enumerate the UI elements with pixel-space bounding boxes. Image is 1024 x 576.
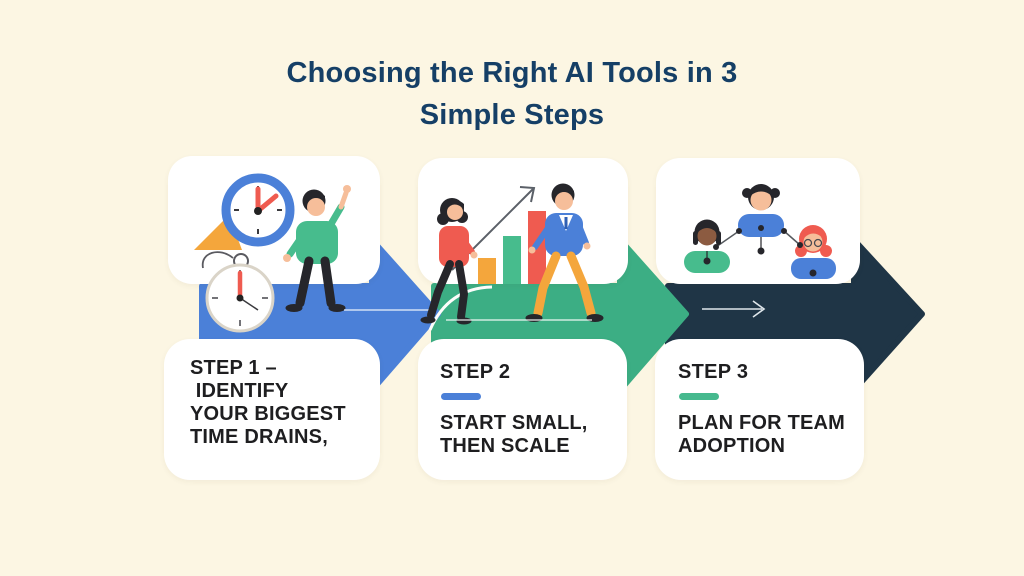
- step-2-label-line: START SMALL,: [440, 412, 588, 434]
- step-1-label-line: STEP 1 –: [190, 357, 277, 379]
- step-1-illustration: [194, 173, 434, 333]
- step-3-label-line: ADOPTION: [678, 435, 786, 457]
- step-1-text-card: STEP 1 – IDENTIFY YOUR BIGGEST TIME DRAI…: [164, 339, 380, 480]
- step-3-text-card: STEP 3 PLAN FOR TEAM ADOPTION: [655, 339, 864, 480]
- wall-clock-icon: [221, 173, 295, 247]
- step-3-label-line: PLAN FOR TEAM: [678, 412, 846, 434]
- title-line-1: Choosing the Right AI Tools in 3: [286, 57, 738, 89]
- walking-man-illustration: [525, 183, 604, 322]
- person-avatar-left: [684, 219, 730, 273]
- direction-arrow-icon: [702, 300, 766, 318]
- step-2-divider: [441, 393, 481, 400]
- step-2-heading: STEP 2: [440, 361, 511, 383]
- step-1-label-line: TIME DRAINS,: [190, 426, 328, 448]
- step-1-label-line: YOUR BIGGEST: [190, 403, 346, 425]
- step-1-label-line: IDENTIFY: [190, 380, 289, 402]
- walking-woman-illustration: [420, 198, 478, 325]
- step-3-heading: STEP 3: [678, 361, 749, 383]
- stopwatch-icon: [201, 251, 275, 333]
- step-3-divider: [679, 393, 719, 400]
- step-2-label-line: THEN SCALE: [440, 435, 570, 457]
- step-2-illustration: [420, 183, 604, 331]
- network-dots: [713, 225, 803, 250]
- step-2-text-card: STEP 2 START SMALL, THEN SCALE: [418, 339, 627, 480]
- waving-person-illustration: [283, 185, 351, 312]
- team-network-icon: [684, 184, 836, 318]
- page-title: Choosing the Right AI Tools in 3 Simple …: [0, 52, 1024, 136]
- title-line-2: Simple Steps: [419, 99, 605, 131]
- person-avatar-right: [791, 225, 836, 279]
- person-avatar-center: [738, 184, 784, 255]
